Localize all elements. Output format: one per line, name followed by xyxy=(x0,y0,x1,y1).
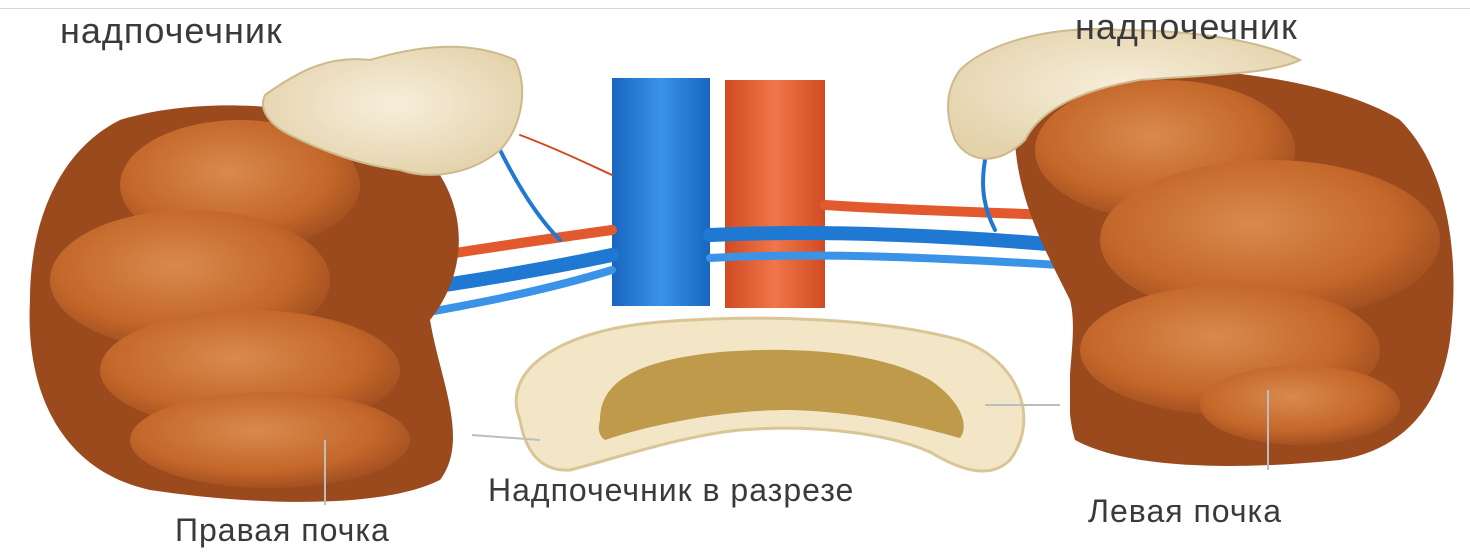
right-kidney-label: Правая почка xyxy=(175,512,390,549)
left-kidney xyxy=(1015,68,1454,466)
section-inset xyxy=(470,308,1070,490)
adrenal-section-label: Надпочечник в разрезе xyxy=(488,472,854,509)
adrenal-right-label: надпочечник xyxy=(1075,6,1298,48)
adrenal-left-label: надпочечник xyxy=(60,10,283,52)
left-kidney-label: Левая почка xyxy=(1088,493,1282,530)
aorta xyxy=(725,80,825,310)
vena-cava xyxy=(612,78,710,306)
